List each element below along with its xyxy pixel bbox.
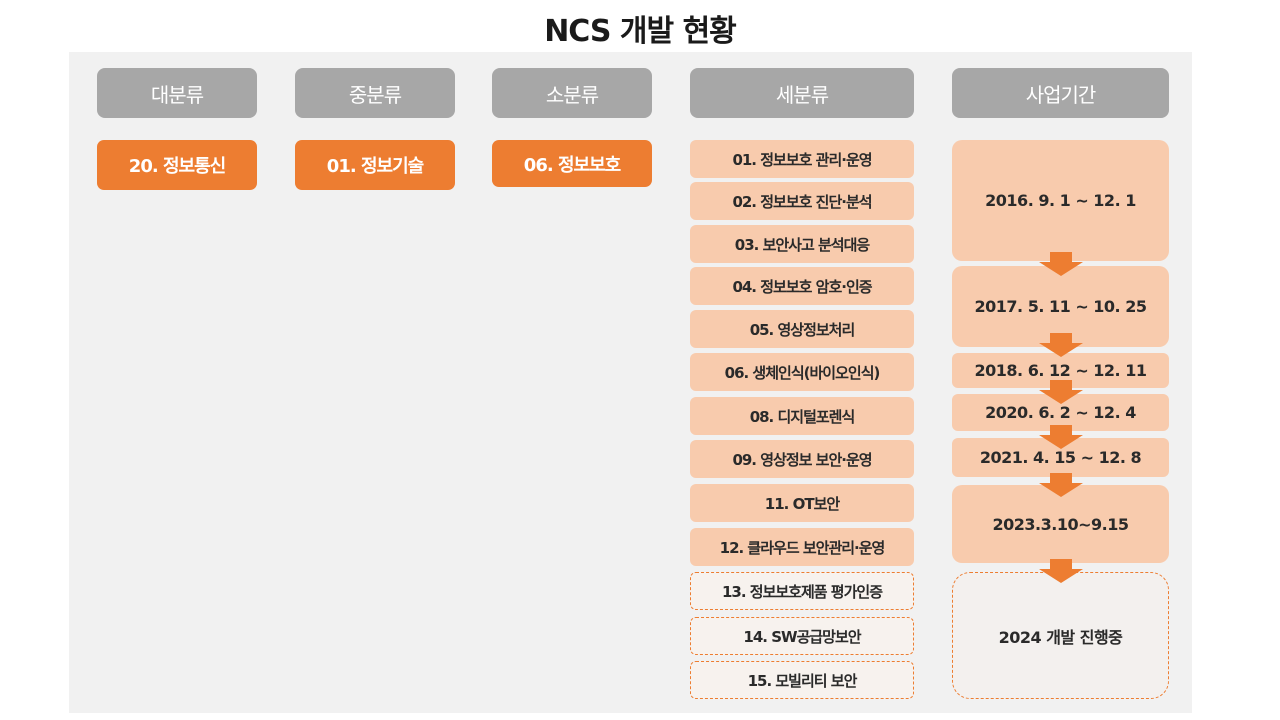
header-minor: 소분류 — [492, 68, 652, 118]
detail-item: 09. 영상정보 보안·운영 — [690, 440, 914, 478]
down-arrow-icon — [1039, 252, 1083, 276]
detail-item-in-progress: 13. 정보보호제품 평가인증 — [690, 572, 914, 610]
period-box-in-progress: 2024 개발 진행중 — [952, 572, 1169, 699]
down-arrow-icon — [1039, 473, 1083, 497]
down-arrow-icon — [1039, 559, 1083, 583]
detail-item: 04. 정보보호 암호·인증 — [690, 267, 914, 305]
down-arrow-icon — [1039, 425, 1083, 449]
detail-item: 11. OT보안 — [690, 484, 914, 522]
period-box: 2016. 9. 1 ~ 12. 1 — [952, 140, 1169, 261]
detail-item: 06. 생체인식(바이오인식) — [690, 353, 914, 391]
page-title: NCS 개발 현황 — [544, 14, 737, 49]
down-arrow-icon — [1039, 333, 1083, 357]
period-box: 2017. 5. 11 ~ 10. 25 — [952, 266, 1169, 347]
detail-item: 01. 정보보호 관리·운영 — [690, 140, 914, 178]
detail-item: 12. 클라우드 보안관리·운영 — [690, 528, 914, 566]
header-major: 대분류 — [97, 68, 257, 118]
minor-category-box: 06. 정보보호 — [492, 140, 652, 187]
detail-item: 03. 보안사고 분석대응 — [690, 225, 914, 263]
middle-category-box: 01. 정보기술 — [295, 140, 455, 190]
header-middle: 중분류 — [295, 68, 455, 118]
header-detail: 세분류 — [690, 68, 914, 118]
detail-item-in-progress: 14. SW공급망보안 — [690, 617, 914, 655]
period-box: 2023.3.10~9.15 — [952, 485, 1169, 563]
detail-item: 02. 정보보호 진단·분석 — [690, 182, 914, 220]
detail-item: 08. 디지털포렌식 — [690, 397, 914, 435]
detail-item-in-progress: 15. 모빌리티 보안 — [690, 661, 914, 699]
detail-item: 05. 영상정보처리 — [690, 310, 914, 348]
down-arrow-icon — [1039, 380, 1083, 404]
period-box: 2018. 6. 12 ~ 12. 11 — [952, 353, 1169, 388]
header-period: 사업기간 — [952, 68, 1169, 118]
major-category-box: 20. 정보통신 — [97, 140, 257, 190]
